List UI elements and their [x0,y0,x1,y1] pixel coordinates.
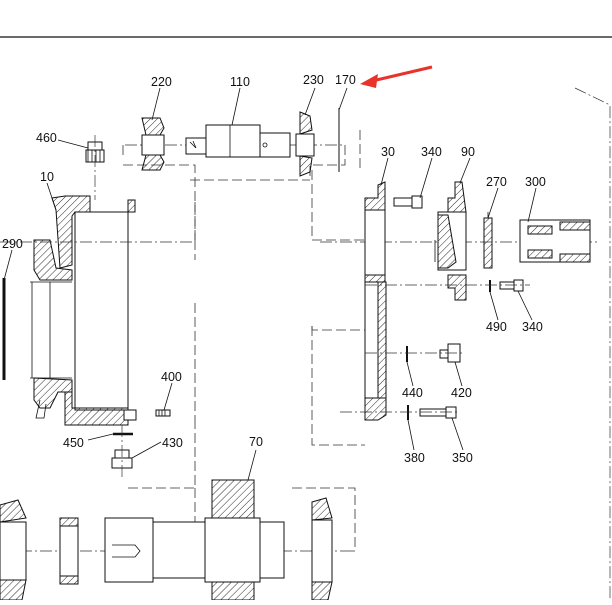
label-30: 30 [381,145,395,159]
label-340-top: 340 [421,145,442,159]
label-420: 420 [451,386,472,400]
label-430: 430 [162,436,183,450]
label-380: 380 [404,451,425,465]
label-490: 490 [486,320,507,334]
label-70: 70 [249,435,263,449]
leader-lines [3,87,537,481]
lower-shaft-group [0,479,356,601]
part-230 [295,111,315,177]
part-70 [104,479,285,601]
label-220: 220 [151,75,172,89]
part-340a [393,195,423,209]
label-10: 10 [40,170,54,184]
label-400: 400 [161,370,182,384]
part-270 [483,212,493,269]
housing-group [0,135,196,489]
part-110 [185,124,291,158]
label-450: 450 [63,436,84,450]
part-460 [85,135,105,200]
lower-bearing-left [0,499,27,601]
label-340-bottom: 340 [522,320,543,334]
lower-spacer [59,517,79,585]
part-30 [364,181,387,421]
label-290: 290 [2,237,23,251]
part-300 [519,219,591,263]
part-350 [419,406,457,419]
part-90 [434,181,467,301]
lower-bearing-right [311,497,333,601]
label-170: 170 [335,73,356,87]
part-430 [111,425,133,480]
label-350: 350 [452,451,473,465]
label-300: 300 [525,175,546,189]
part-340b [499,279,524,292]
label-270: 270 [486,175,507,189]
part-10 [0,195,195,426]
label-90: 90 [461,145,475,159]
label-460: 460 [36,131,57,145]
cover-group [311,130,600,446]
label-440: 440 [402,386,423,400]
label-110: 110 [230,75,250,89]
part-labels: 220 110 230 170 460 10 290 30 340 90 270… [2,73,546,465]
label-230: 230 [303,73,324,87]
frame-border [574,87,611,600]
top-shaft-group [122,108,346,240]
callout-arrow [360,65,433,88]
part-220 [141,117,165,171]
part-400 [155,409,171,417]
